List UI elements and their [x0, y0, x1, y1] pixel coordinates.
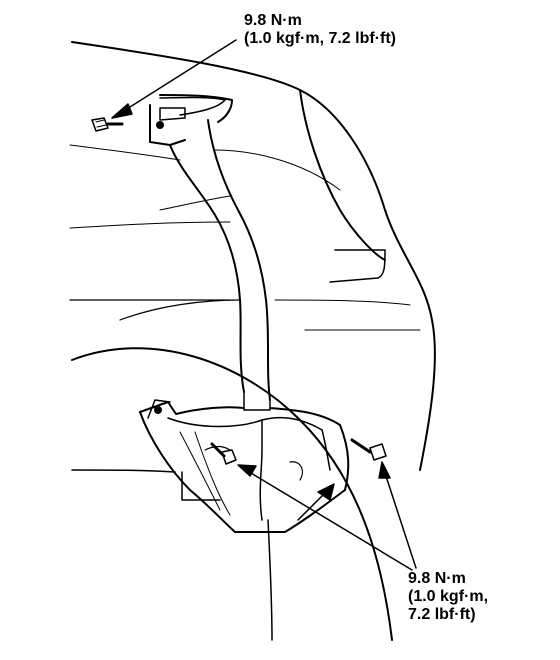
leader-bottom-right — [378, 461, 417, 569]
bolt-top — [91, 117, 124, 132]
filler-neck — [149, 94, 271, 411]
torque-value: 9.8 N·m — [244, 12, 302, 29]
body-panel — [69, 41, 436, 471]
torque-value: 9.8 N·m — [408, 570, 466, 587]
fender-arch — [71, 347, 393, 641]
bolt-lower-right — [350, 438, 387, 461]
torque-alt-units: (1.0 kgf·m, 7.2 lbf·ft) — [244, 30, 397, 47]
torque-alt-units-line2: 7.2 lbf·ft) — [408, 606, 476, 623]
leader-top — [111, 39, 237, 119]
bolt-lower-left — [210, 442, 237, 465]
motion-arrow — [297, 483, 335, 521]
torque-callout-top: 9.8 N·m (1.0 kgf·m, 7.2 lbf·ft) — [244, 12, 396, 48]
torque-callout-bottom: 9.8 N·m (1.0 kgf·m, 7.2 lbf·ft) — [408, 570, 488, 624]
leader-bottom-left — [237, 464, 413, 571]
torque-alt-units-line1: (1.0 kgf·m, — [408, 588, 489, 605]
washer-reservoir — [139, 399, 350, 533]
